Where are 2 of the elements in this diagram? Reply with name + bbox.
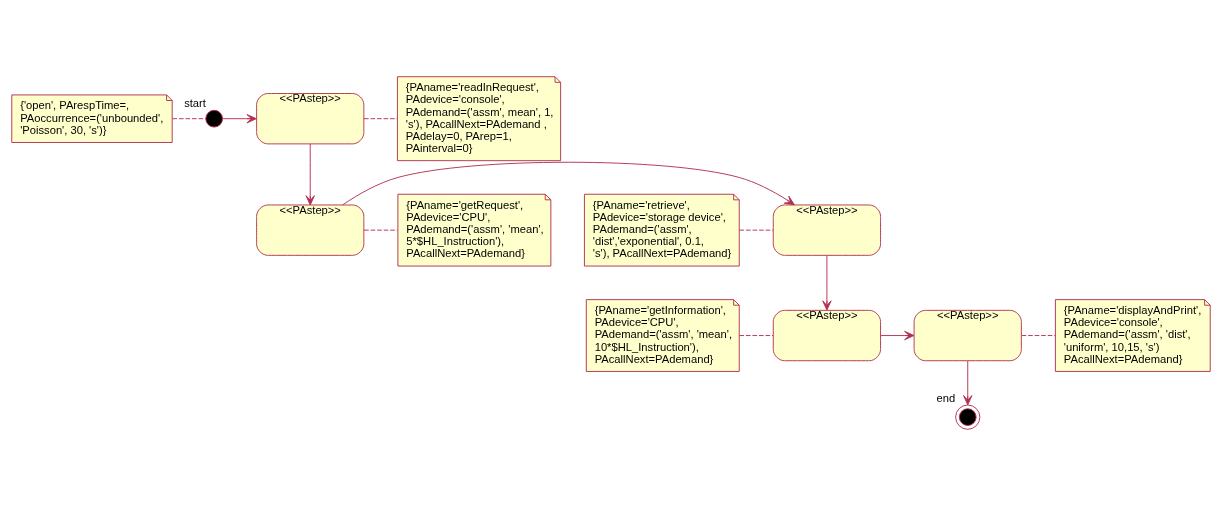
node-label: start — [184, 97, 206, 110]
node-label: end — [936, 391, 956, 404]
